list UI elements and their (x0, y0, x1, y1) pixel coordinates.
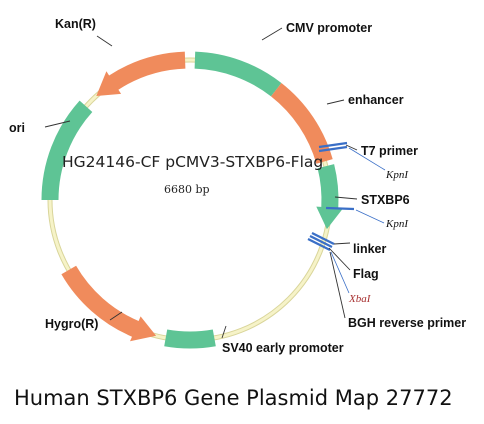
kpn1-tick (325, 206, 355, 211)
enhancer-leader (326, 99, 345, 105)
flag-tick (309, 235, 333, 248)
label-kpn1-b: KpnI (385, 218, 409, 230)
linker-leader (333, 242, 351, 245)
cmv-leader (261, 27, 283, 41)
label-xba1: XbaI (348, 293, 372, 305)
features-layer (41, 51, 344, 349)
label-cmv-promoter: CMV promoter (286, 21, 372, 35)
kan-arc (96, 51, 186, 96)
t7-primer-tick-2 (318, 145, 348, 153)
label-t7-primer: T7 primer (361, 144, 418, 158)
sv40-early-promoter-arc (164, 329, 216, 349)
t7-primer-tick (318, 141, 348, 149)
flag-leader (328, 247, 351, 271)
label-sv40-early-promoter: SV40 early promoter (222, 341, 344, 355)
leader-lines (44, 27, 358, 339)
label-kan: Kan(R) (55, 17, 96, 31)
linker-tick (311, 232, 335, 245)
label-kpn1-a: KpnI (385, 169, 409, 181)
enhancer-arc (271, 83, 333, 164)
label-stxbp6: STXBP6 (361, 193, 410, 207)
sv40-leader (221, 325, 227, 339)
label-linker: linker (353, 242, 386, 256)
hygro-arc (61, 265, 157, 342)
xba1-leader (330, 251, 350, 294)
site-ticks (307, 141, 355, 251)
kan-leader (96, 35, 113, 47)
bgh-leader (329, 251, 346, 319)
plasmid-map: Kan(R) CMV promoter enhancer ori T7 prim… (9, 17, 466, 355)
label-ori: ori (9, 121, 25, 135)
cmv-promoter-arc (194, 51, 282, 97)
stxbp6-leader (334, 196, 358, 200)
plasmid-name: HG24146-CF pCMV3-STXBP6-Flag (62, 153, 323, 171)
kpn1-b-leader (355, 209, 385, 224)
label-flag: Flag (353, 267, 379, 281)
xba1-tick (307, 238, 331, 251)
site-leader-lines (330, 147, 386, 294)
stxbp6-arc (316, 164, 344, 230)
hygro-leader (109, 311, 123, 321)
label-enhancer: enhancer (348, 93, 404, 107)
ori-leader (44, 120, 71, 128)
ori-arc (41, 100, 93, 200)
figure-caption: Human STXBP6 Gene Plasmid Map 27772 (14, 386, 453, 410)
label-hygro: Hygro(R) (45, 317, 98, 331)
plasmid-size: 6680 bp (164, 183, 210, 196)
t7-leader (345, 144, 358, 151)
label-bgh-reverse-primer: BGH reverse primer (348, 316, 466, 330)
kpn1-a-leader (348, 147, 386, 171)
